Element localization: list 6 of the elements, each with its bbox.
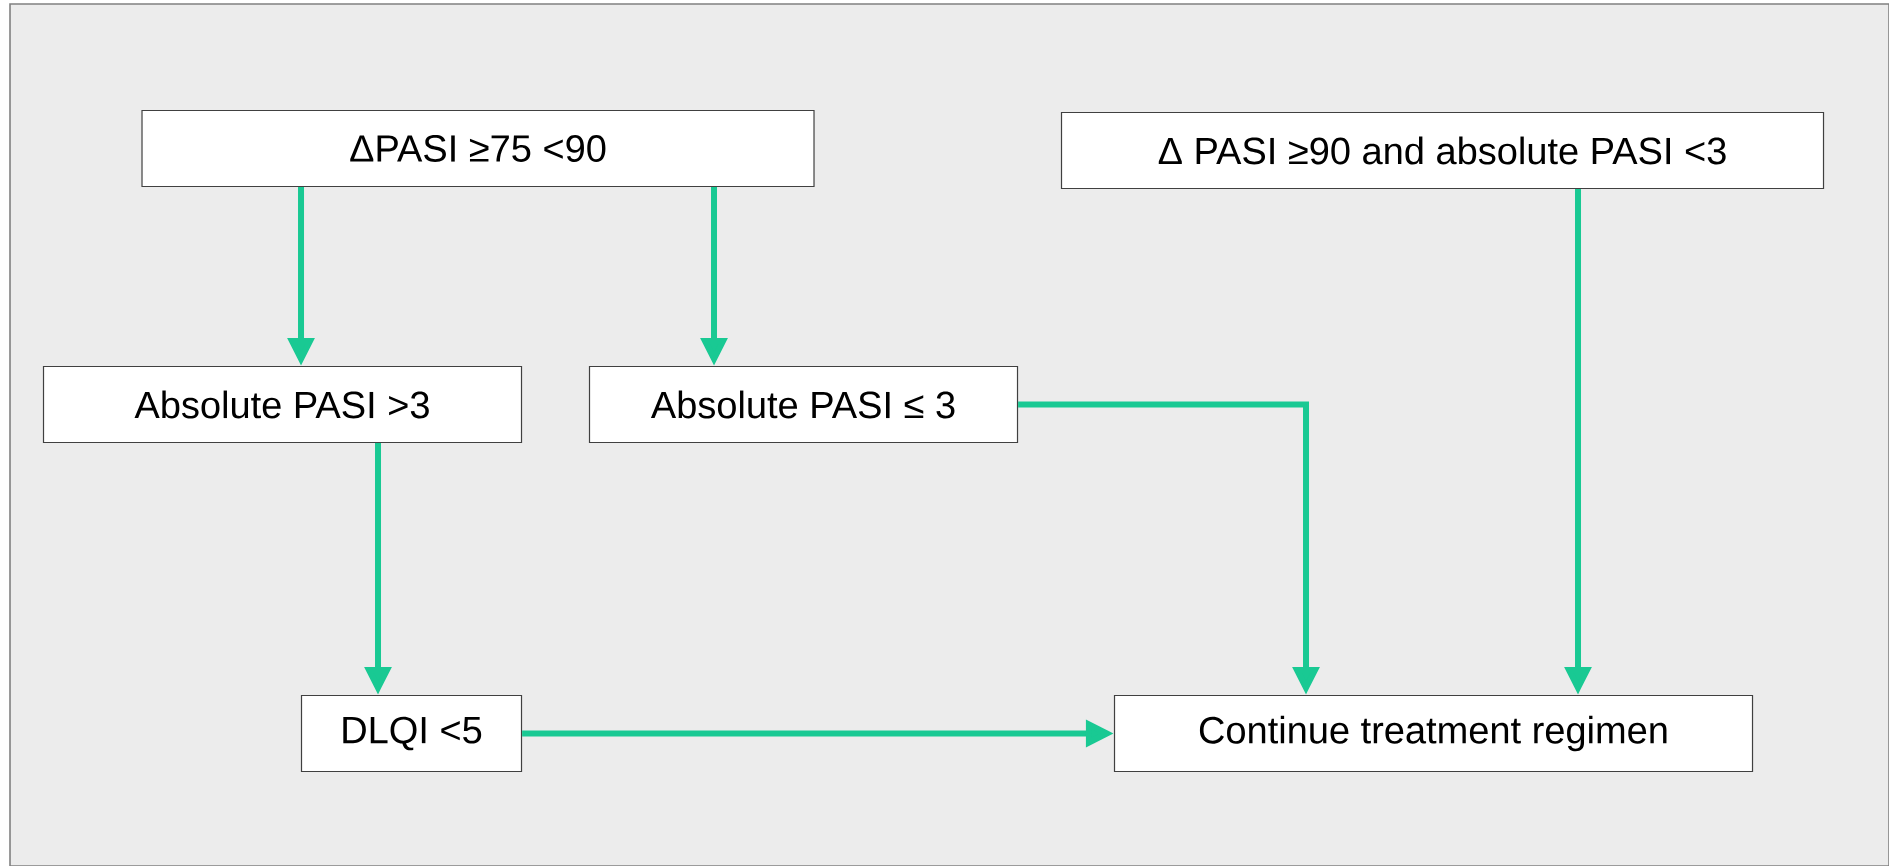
- process-box: Absolute PASI >3: [42, 365, 523, 444]
- process-box: Continue treatment regimen: [1113, 694, 1754, 773]
- process-box: Absolute PASI ≤ 3: [588, 365, 1019, 444]
- process-box: ΔPASI ≥75 <90: [141, 109, 815, 188]
- process-box: Δ PASI ≥90 and absolute PASI <3: [1060, 111, 1825, 190]
- process-box: DLQI <5: [300, 694, 523, 773]
